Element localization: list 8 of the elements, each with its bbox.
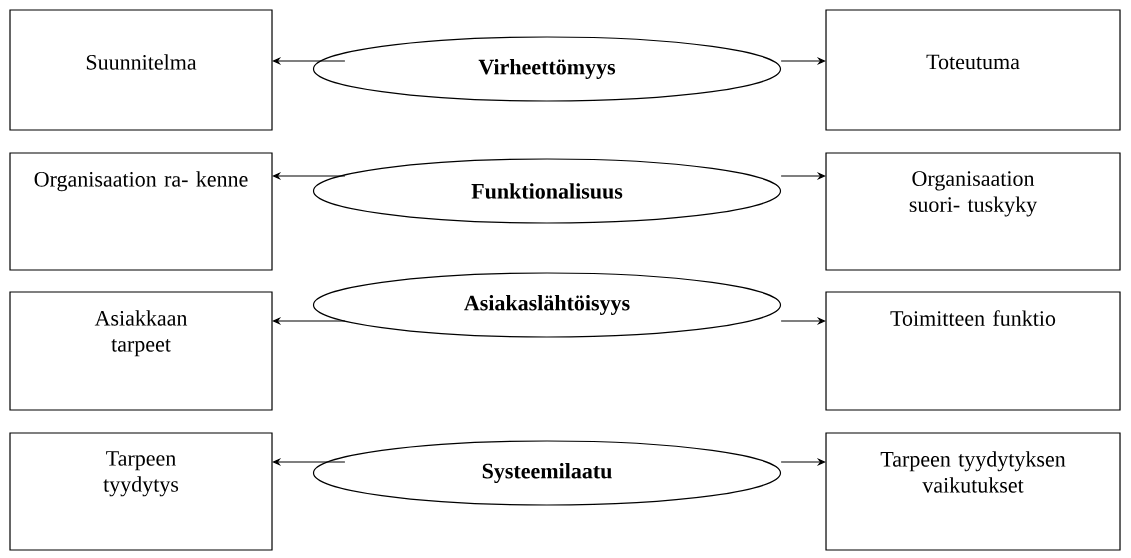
text-box: Asiakkaan tarpeet — [9, 291, 273, 411]
text-box: Tarpeen tyydytyksen vaikutukset — [825, 432, 1121, 551]
text-box: Organisaation suori- tuskyky — [825, 152, 1121, 271]
text-box: Toimitteen funktio — [825, 291, 1121, 411]
text-box: Toteutuma — [825, 9, 1121, 131]
text-box: Suunnitelma — [9, 9, 273, 131]
text-box: Organisaation ra- kenne — [9, 152, 273, 271]
text-box: Tarpeen tyydytys — [9, 432, 273, 551]
